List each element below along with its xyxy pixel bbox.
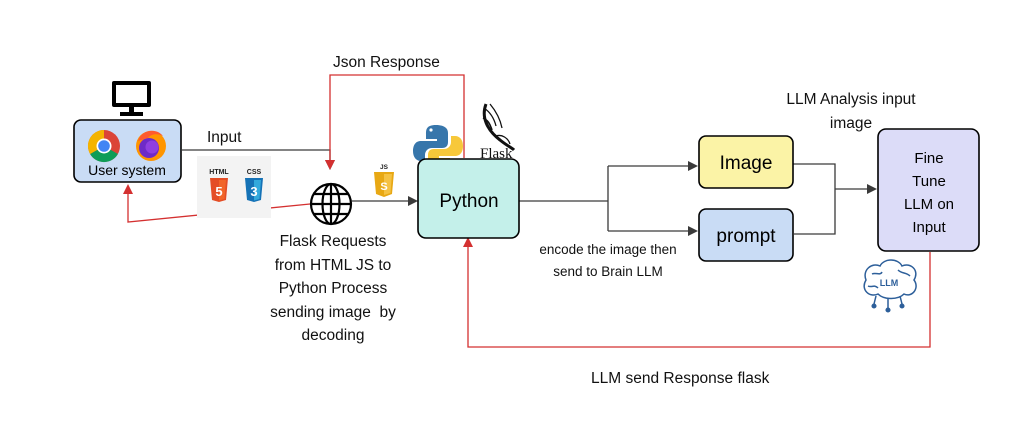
prompt-label: prompt — [716, 226, 776, 247]
json-response-label: Json Response — [333, 54, 440, 71]
llm-analysis-line-1: LLM Analysis input — [786, 91, 916, 108]
llm-analysis-line-2: image — [829, 115, 873, 132]
js-badge: JS S — [374, 164, 394, 197]
flask-requests-label: Flask Requests from HTML JS to Python Pr… — [248, 230, 418, 348]
flask-requests-line-1: Flask Requests — [279, 233, 387, 250]
flask-requests-line-3: Python Process — [278, 280, 388, 297]
user-system-label: User system — [88, 162, 166, 178]
css-logo-text: CSS — [247, 169, 262, 176]
json-response-arrow — [325, 74, 465, 170]
encode-line-2: send to Brain LLM — [553, 264, 663, 279]
flask-requests-line-4: sending image by — [270, 303, 396, 321]
llm-analysis-label: LLM Analysis input image — [764, 89, 938, 134]
llm-send-response-label: LLM send Response flask — [591, 370, 770, 387]
flask-logo-icon: Flask — [480, 103, 516, 162]
css3-badge: CSS 3 — [245, 169, 263, 202]
llm-logo-text: LLM — [880, 278, 899, 288]
flask-requests-line-2: from HTML JS to — [274, 256, 392, 274]
flask-logo-text: Flask — [480, 146, 513, 162]
fine-tune-line-2: Tune — [912, 173, 946, 190]
llm-response-arrow — [463, 237, 931, 348]
svg-text:5: 5 — [215, 184, 222, 199]
js-logo-text: JS — [380, 164, 389, 171]
fine-tune-line-1: Fine — [914, 150, 943, 167]
chrome-icon — [87, 129, 120, 163]
image-to-finetune-line — [793, 163, 836, 235]
prompt-box[interactable] — [698, 208, 794, 262]
python-split-line — [519, 166, 609, 231]
python-box[interactable] — [417, 158, 520, 239]
image-label: Image — [720, 153, 773, 174]
input-label: Input — [207, 129, 242, 146]
image-box[interactable] — [698, 135, 794, 189]
llm-brain-icon: LLM — [863, 259, 917, 313]
fine-tune-line-3: LLM on — [904, 196, 954, 213]
svg-text:3: 3 — [250, 184, 257, 199]
fine-tune-line-4: Input — [912, 219, 946, 236]
fine-tune-box[interactable] — [877, 128, 980, 252]
html-logo-text: HTML — [209, 169, 229, 176]
python-label: Python — [439, 191, 498, 212]
svg-text:S: S — [380, 181, 387, 193]
encode-line-1: encode the image then — [539, 242, 677, 257]
firefox-icon — [136, 130, 166, 161]
monitor-icon — [112, 81, 151, 116]
flask-requests-line-5: decoding — [301, 327, 365, 344]
globe-icon — [309, 182, 353, 226]
encode-label: encode the image then send to Brain LLM — [518, 239, 698, 283]
